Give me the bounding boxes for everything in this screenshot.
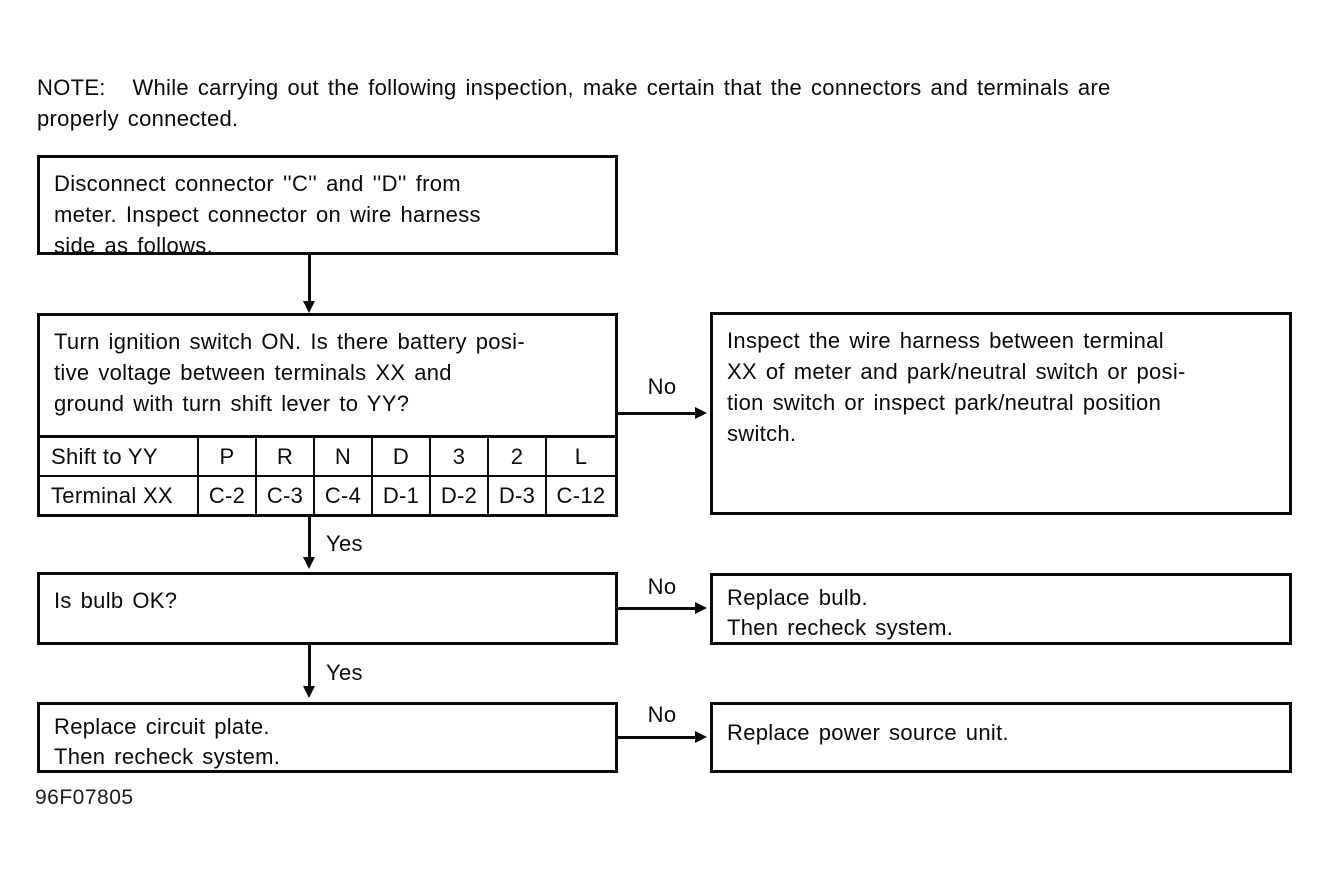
value-cell: D-3 [487,477,545,514]
note-text: NOTE: While carrying out the following i… [37,75,1111,131]
arrowhead-right-1 [695,407,707,419]
connector-line-down-1 [308,255,311,304]
arrowhead-down-3 [303,686,315,698]
connector-line-down-3 [308,645,311,688]
inspect-harness-box: Inspect the wire harness between termina… [710,312,1292,515]
connector-line-right-3 [618,736,698,739]
value-cell: C-2 [197,477,255,514]
yes-label-2: Yes [326,660,363,685]
replace-circuit-plate-box: Replace circuit plate. Then recheck syst… [37,702,618,773]
row-label-cell: Shift to YY [51,443,158,469]
connector-line-right-2 [618,607,698,610]
bulb-question-box: Is bulb OK? [37,572,618,645]
value-cell: 3 [429,438,487,475]
no-label-2: No [647,574,677,599]
figure-code: 96F07805 [35,786,134,809]
connector-line-down-2 [308,517,311,559]
value-cell: C-3 [255,477,313,514]
replace-bulb-box: Replace bulb. Then recheck system. [710,573,1292,645]
value-cell: D-1 [371,477,429,514]
no-label-1: No [647,374,677,399]
connector-line-right-1 [618,412,698,415]
yes-label-1: Yes [326,531,363,556]
value-cell: C-12 [545,477,615,514]
value-cell: P [197,438,255,475]
value-cell: C-4 [313,477,371,514]
question-voltage-box: Turn ignition switch ON. Is there batter… [37,313,618,517]
step1-box: Disconnect connector ''C'' and ''D'' fro… [37,155,618,258]
arrowhead-right-3 [695,731,707,743]
replace-power-source-box: Replace power source unit. [710,702,1292,773]
value-cell: D-2 [429,477,487,514]
value-cell: L [545,438,615,475]
value-cell: N [313,438,371,475]
row-label-cell: Terminal XX [51,482,173,508]
arrowhead-down-1 [303,301,315,313]
value-cell: 2 [487,438,545,475]
arrowhead-down-2 [303,557,315,569]
no-label-3: No [647,702,677,727]
question-voltage-text: Turn ignition switch ON. Is there batter… [54,329,525,416]
value-cell: D [371,438,429,475]
value-cell: R [255,438,313,475]
arrowhead-right-2 [695,602,707,614]
